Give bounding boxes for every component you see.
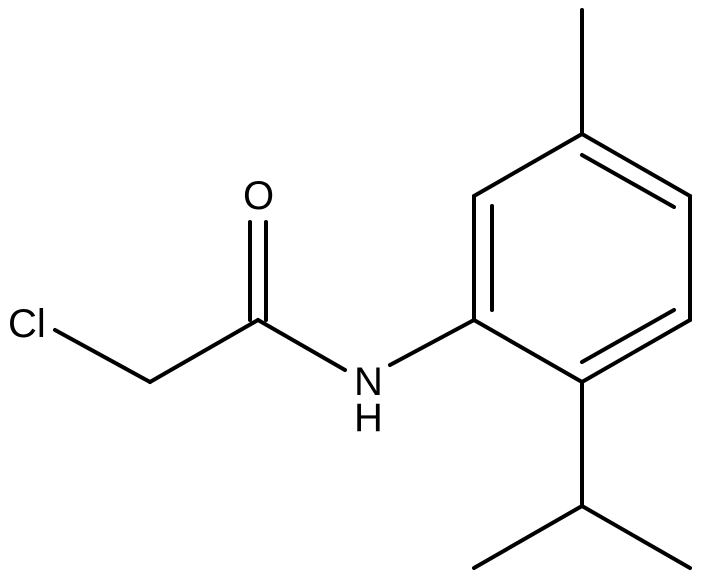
bond-cl-ch2: [53, 328, 152, 384]
bond-isopropyl-me1: [472, 504, 584, 570]
atom-label-oxygen: O: [243, 174, 274, 218]
ring-bond-5: [580, 318, 692, 384]
bond-ch2-carbonyl: [148, 318, 260, 384]
bond-isopropyl-me2: [580, 504, 692, 570]
ring-bond-3-inner: [580, 153, 676, 209]
ring-bond-2: [472, 132, 584, 198]
ring-bond-3: [580, 132, 692, 198]
ring-bond-6: [472, 318, 584, 384]
bond-n-ring: [388, 318, 476, 367]
ring-bond-5-inner: [580, 308, 676, 364]
atom-label-nitrogen: N: [354, 360, 383, 404]
bond-carbonyl-n: [256, 318, 347, 372]
atom-label-hydrogen: H: [354, 396, 383, 440]
atom-label-chlorine: Cl: [8, 302, 46, 346]
